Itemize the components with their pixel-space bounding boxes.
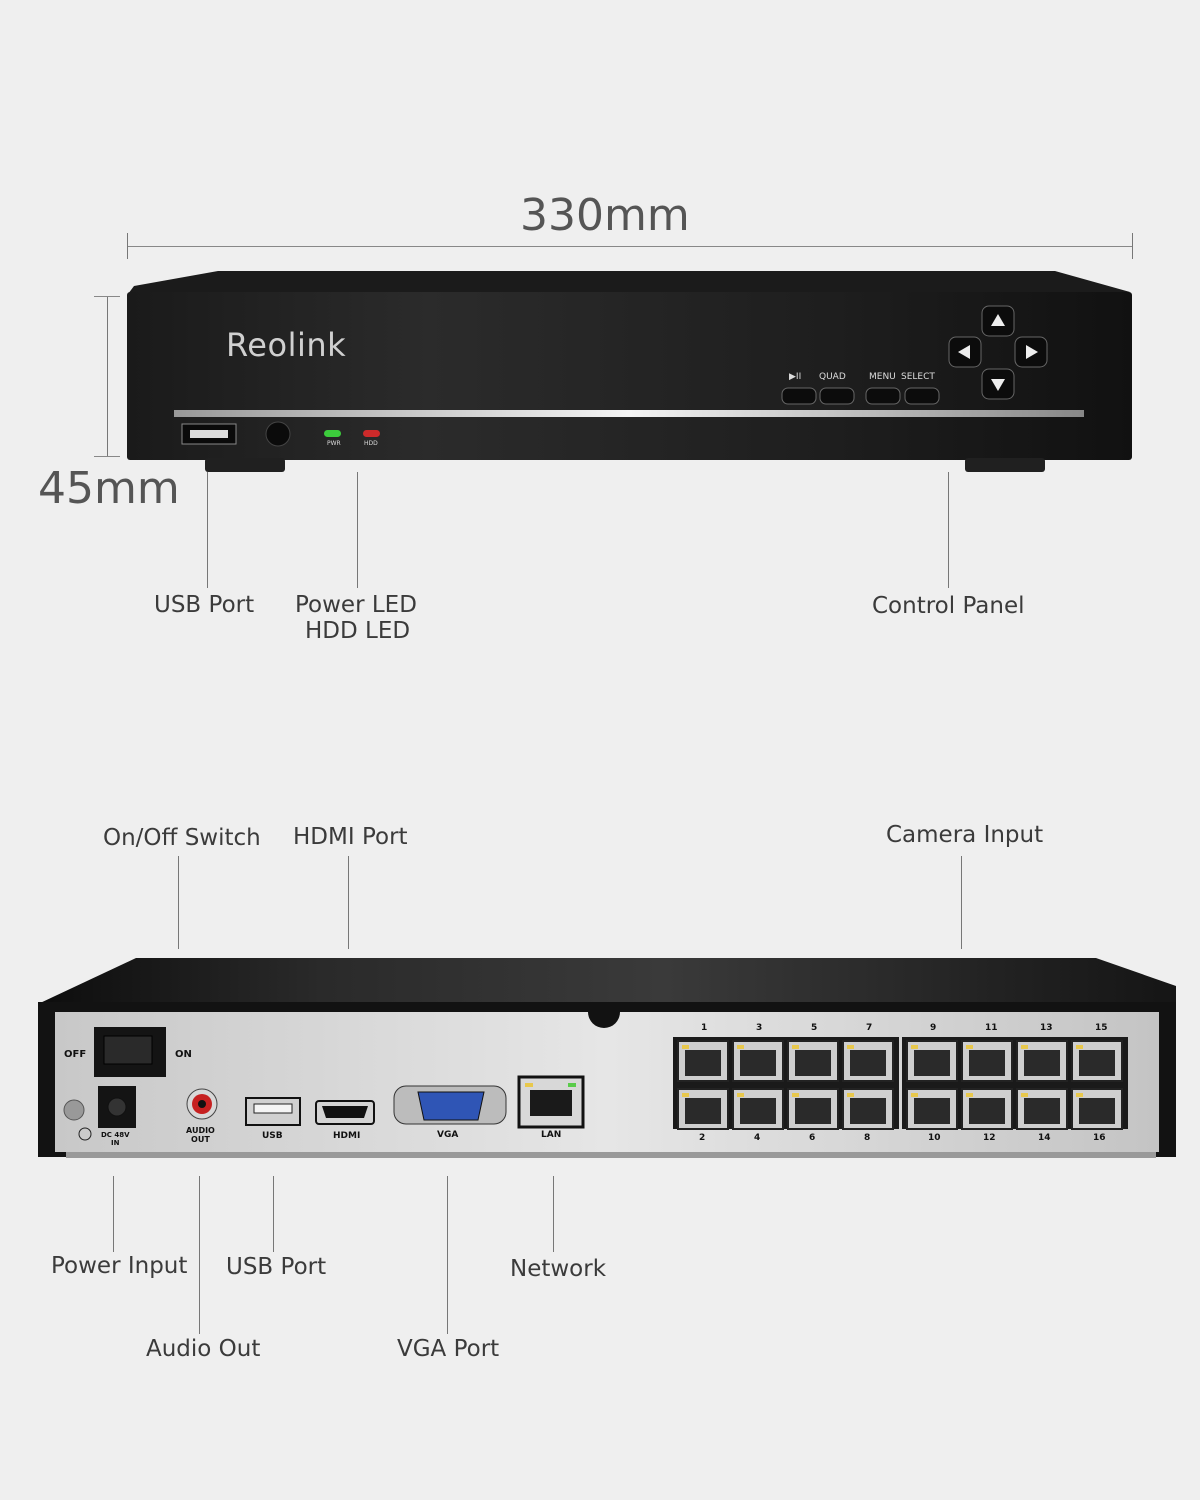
vga-port-callout-line [447, 1176, 448, 1334]
usb-label: USB [262, 1131, 283, 1141]
audio-out-callout-line [199, 1176, 200, 1334]
height-dimension-tick-top [94, 296, 120, 297]
switch-off-label: OFF [64, 1049, 87, 1060]
nvr-rear-view [38, 958, 1176, 1158]
hdmi-port-callout-line [348, 856, 349, 949]
hdmi-label: HDMI [333, 1131, 361, 1141]
audio-out-callout: Audio Out [146, 1336, 261, 1362]
play-pause-button-label: ▶II [789, 372, 802, 382]
network-callout: Network [510, 1256, 607, 1282]
brand-logo: Reolink [226, 326, 347, 364]
power-input-callout-line [113, 1176, 114, 1252]
switch-on-label: ON [175, 1049, 192, 1060]
hdd-led-callout: HDD LED [305, 618, 411, 644]
select-button-label: SELECT [901, 372, 935, 382]
control-panel-callout-line [948, 472, 949, 588]
audio-out-label: AUDIO OUT [186, 1126, 215, 1144]
led-callout-line [357, 472, 358, 588]
quad-button-label: QUAD [819, 372, 846, 382]
pwr-led-label: PWR [327, 440, 341, 447]
hdmi-port-callout: HDMI Port [293, 824, 408, 850]
usb-port-callout-line [207, 472, 208, 588]
lan-label: LAN [541, 1130, 562, 1140]
height-dimension-line [107, 296, 108, 457]
on-off-switch-callout: On/Off Switch [103, 825, 261, 851]
usb-port-callout: USB Port [154, 592, 255, 618]
camera-input-callout-line [961, 856, 962, 949]
vga-port-callout: VGA Port [397, 1336, 500, 1362]
usb-port-rear-callout: USB Port [226, 1254, 327, 1280]
width-dimension-label: 330mm [520, 190, 690, 241]
width-dimension-tick-right [1132, 233, 1133, 259]
on-off-switch-callout-line [178, 856, 179, 949]
vga-label: VGA [437, 1130, 459, 1140]
control-panel-callout: Control Panel [872, 593, 1025, 619]
hdd-led-label: HDD [364, 440, 378, 447]
usb-port-rear-callout-line [273, 1176, 274, 1252]
camera-input-callout: Camera Input [886, 822, 1044, 848]
power-input-callout: Power Input [51, 1253, 188, 1279]
power-led-callout: Power LED [295, 592, 417, 618]
network-callout-line [553, 1176, 554, 1252]
height-dimension-label: 45mm [38, 463, 180, 514]
dc-in-label: DC 48V IN [101, 1131, 130, 1147]
width-dimension-tick-left [127, 233, 128, 259]
width-dimension-line [127, 246, 1133, 247]
nvr-front-view [127, 271, 1132, 472]
menu-button-label: MENU [869, 372, 896, 382]
height-dimension-tick-bottom [94, 456, 120, 457]
